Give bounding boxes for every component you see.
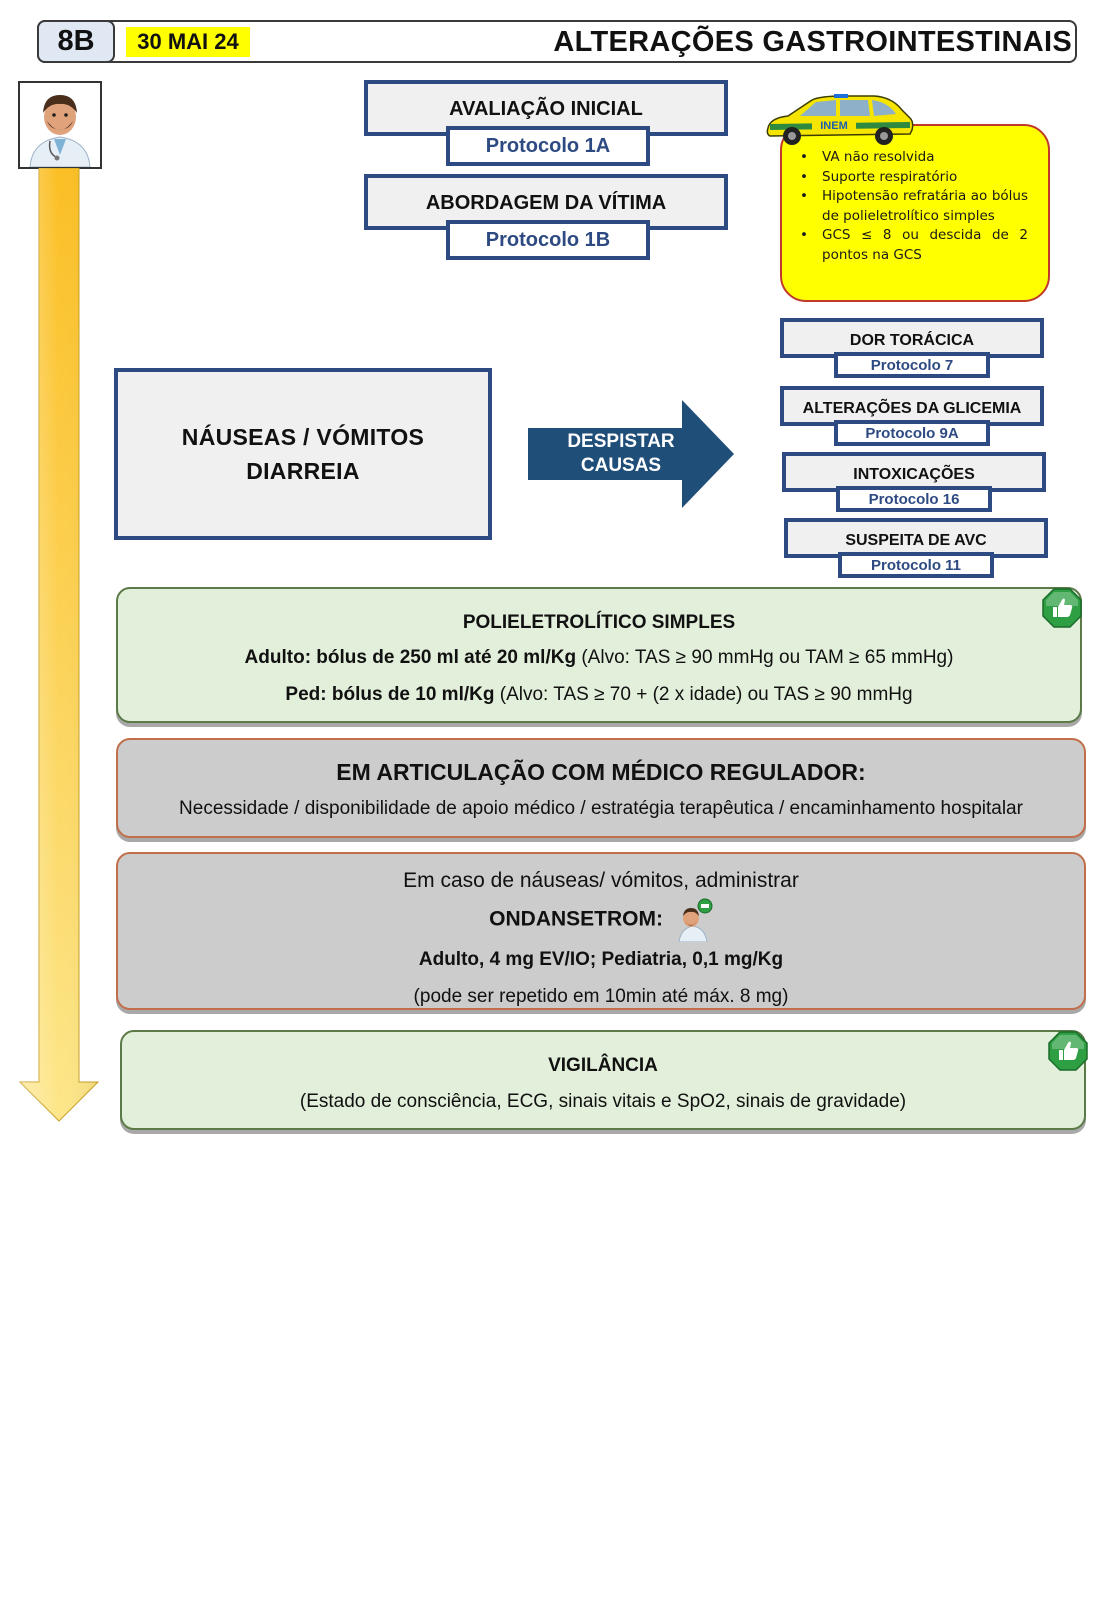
doctor-small-icon bbox=[673, 898, 713, 943]
fluids-adult-dose: Adulto: bólus de 250 ml até 20 ml/Kg bbox=[244, 647, 577, 668]
main-condition-box: NÁUSEAS / VÓMITOS DIARREIA bbox=[114, 368, 492, 540]
ondansetron-intro: Em caso de náuseas/ vómitos, administrar bbox=[403, 869, 799, 892]
rule-out-causes-arrow: DESPISTAR CAUSAS bbox=[528, 400, 736, 508]
fluids-ped-target: (Alvo: TAS ≥ 70 + (2 x idade) ou TAS ≥ 9… bbox=[494, 684, 913, 705]
condition-line-2: DIARREIA bbox=[246, 458, 360, 484]
vmer-criteria-list: VA não resolvida Suporte respiratório Hi… bbox=[782, 126, 1048, 265]
protocol-11-link[interactable]: Protocolo 11 bbox=[838, 552, 994, 578]
regulator-panel: EM ARTICULAÇÃO COM MÉDICO REGULADOR: Nec… bbox=[116, 738, 1086, 838]
fluids-panel: POLIELETROLÍTICO SIMPLES Adulto: bólus d… bbox=[116, 587, 1082, 723]
timeline-arrow bbox=[18, 167, 100, 1124]
vigilance-title: VIGILÂNCIA bbox=[548, 1055, 658, 1076]
thumbs-up-icon bbox=[1048, 1031, 1088, 1071]
arrow-label-line-2: CAUSAS bbox=[580, 455, 662, 476]
vmer-criterion: Suporte respiratório bbox=[792, 168, 1028, 188]
initial-assessment-title: AVALIAÇÃO INICIAL bbox=[449, 98, 643, 120]
inem-car-icon: INEM bbox=[764, 94, 916, 146]
vmer-criterion: GCS ≤ 8 ou descida de 2 pontos na GCS bbox=[792, 226, 1028, 265]
protocol-1a-link[interactable]: Protocolo 1A bbox=[446, 126, 650, 166]
regulator-text: Necessidade / disponibilidade de apoio m… bbox=[179, 798, 1023, 819]
cause-title: SUSPEITA DE AVC bbox=[845, 532, 987, 549]
vmer-criterion: VA não resolvida bbox=[792, 148, 1028, 168]
fluids-title: POLIELETROLÍTICO SIMPLES bbox=[462, 612, 736, 633]
fluids-adult-line: Adulto: bólus de 250 ml até 20 ml/Kg (Al… bbox=[118, 639, 1080, 677]
doctor-avatar-icon bbox=[18, 81, 102, 169]
svg-text:INEM: INEM bbox=[820, 120, 848, 132]
revision-date: 30 MAI 24 bbox=[126, 27, 250, 57]
cause-title: INTOXICAÇÕES bbox=[853, 466, 975, 483]
vmer-activation-box: VA não resolvida Suporte respiratório Hi… bbox=[780, 124, 1050, 302]
protocol-7-link[interactable]: Protocolo 7 bbox=[834, 352, 990, 378]
protocol-16-link[interactable]: Protocolo 16 bbox=[836, 486, 992, 512]
fluids-ped-line: Ped: bólus de 10 ml/Kg (Alvo: TAS ≥ 70 +… bbox=[118, 677, 1080, 713]
protocol-code: 8B bbox=[37, 20, 115, 63]
regulator-title: EM ARTICULAÇÃO COM MÉDICO REGULADOR: bbox=[336, 759, 866, 785]
cause-intoxication-box: INTOXICAÇÕES bbox=[782, 452, 1046, 492]
protocol-9a-link[interactable]: Protocolo 9A bbox=[834, 420, 990, 446]
condition-line-1: NÁUSEAS / VÓMITOS bbox=[181, 424, 425, 450]
ondansetron-dose: Adulto, 4 mg EV/IO; Pediatria, 0,1 mg/Kg bbox=[418, 949, 784, 970]
cause-title: ALTERAÇÕES DA GLICEMIA bbox=[802, 400, 1022, 417]
ondansetron-panel: Em caso de náuseas/ vómitos, administrar… bbox=[116, 852, 1086, 1010]
thumbs-up-icon bbox=[1042, 588, 1082, 628]
vmer-criterion: Hipotensão refratária ao bólus de poliel… bbox=[792, 187, 1028, 226]
fluids-adult-target: (Alvo: TAS ≥ 90 mmHg ou TAM ≥ 65 mmHg) bbox=[576, 647, 954, 668]
cause-chest-pain-box: DOR TORÁCICA bbox=[780, 318, 1044, 358]
cause-glycemia-box: ALTERAÇÕES DA GLICEMIA bbox=[780, 386, 1044, 426]
victim-approach-title: ABORDAGEM DA VÍTIMA bbox=[425, 192, 667, 214]
vigilance-panel: VIGILÂNCIA (Estado de consciência, ECG, … bbox=[120, 1030, 1086, 1130]
protocol-1b-link[interactable]: Protocolo 1B bbox=[446, 220, 650, 260]
arrow-label-line-1: DESPISTAR bbox=[567, 431, 675, 452]
page-title: ALTERAÇÕES GASTROINTESTINAIS bbox=[553, 25, 1072, 58]
ondansetron-drug: ONDANSETROM: bbox=[118, 898, 1084, 943]
ondansetron-drug-name: ONDANSETROM: bbox=[489, 907, 663, 931]
cause-title: DOR TORÁCICA bbox=[849, 332, 975, 349]
fluids-ped-dose: Ped: bólus de 10 ml/Kg bbox=[285, 684, 495, 705]
ondansetron-repeat: (pode ser repetido em 10min até máx. 8 m… bbox=[413, 986, 789, 1007]
vigilance-text: (Estado de consciência, ECG, sinais vita… bbox=[299, 1091, 907, 1112]
